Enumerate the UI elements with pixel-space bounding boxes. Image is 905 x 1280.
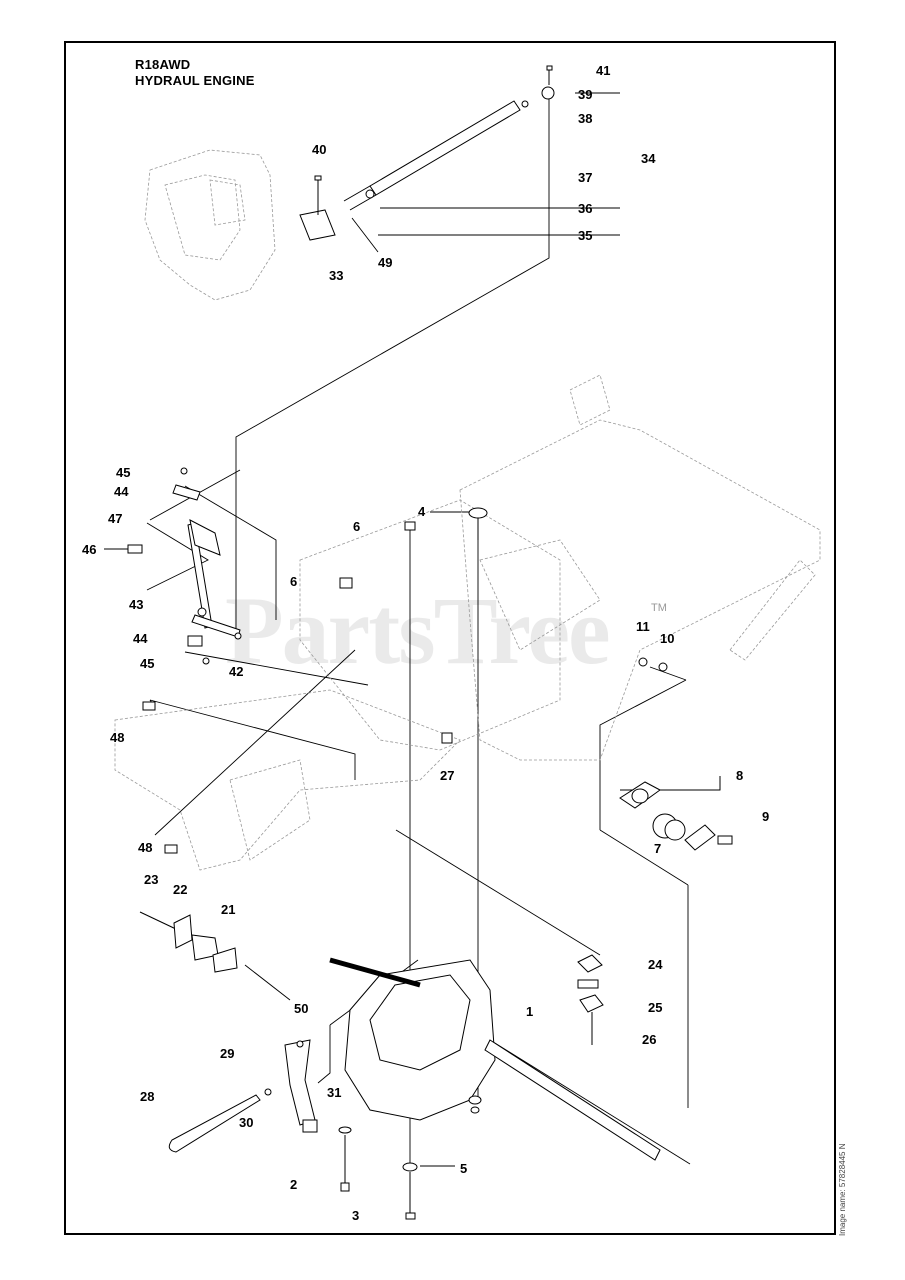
mount-bolts: [577, 954, 604, 1045]
callout-27: 27: [440, 768, 455, 783]
callout-39: 39: [578, 87, 593, 102]
callout-40: 40: [312, 142, 327, 157]
lever-linkage: [127, 467, 242, 665]
watermark: PartsTree: [225, 577, 611, 684]
callout-4: 4: [418, 504, 426, 519]
callout-28: 28: [140, 1089, 155, 1104]
callout-31: 31: [327, 1085, 342, 1100]
callout-24: 24: [648, 957, 663, 972]
callout-47: 47: [108, 511, 123, 526]
callout-22: 22: [173, 882, 188, 897]
callout-2: 2: [290, 1177, 298, 1192]
callout-44-lower: 44: [133, 631, 148, 646]
section-title: HYDRAUL ENGINE: [135, 73, 255, 88]
callout-21: 21: [221, 902, 236, 917]
callout-1: 1: [526, 1004, 534, 1019]
chassis-outline: [114, 374, 821, 871]
callout-48-lower: 48: [138, 840, 153, 855]
callout-11: 11: [636, 619, 650, 634]
diagram-frame: [64, 41, 836, 1235]
callout-5: 5: [460, 1161, 468, 1176]
callout-44: 44: [114, 484, 129, 499]
callout-34: 34: [641, 151, 656, 166]
callout-10: 10: [660, 631, 675, 646]
callout-6-upper: 6: [353, 519, 361, 534]
callout-45-lower: 45: [140, 656, 155, 671]
callout-29: 29: [220, 1046, 235, 1061]
callout-50: 50: [294, 1001, 309, 1016]
watermark-trademark: TM: [651, 602, 667, 614]
callout-41: 41: [596, 63, 611, 78]
transaxle-unit: [329, 957, 661, 1161]
hardware-items: [142, 507, 668, 854]
image-code: Image name: 57828445 N: [838, 1143, 847, 1236]
flange-parts: [619, 781, 733, 851]
callout-43: 43: [129, 597, 144, 612]
callout-25: 25: [648, 1000, 663, 1015]
callout-33: 33: [329, 268, 344, 283]
callout-26: 26: [642, 1032, 657, 1047]
callout-46: 46: [82, 542, 97, 557]
callout-30: 30: [239, 1115, 254, 1130]
control-lever: [168, 1039, 418, 1220]
model-title: R18AWD: [135, 57, 191, 72]
callout-49: 49: [378, 255, 393, 270]
callout-7: 7: [654, 841, 662, 856]
callout-23: 23: [144, 872, 159, 887]
shift-rod-assembly: [299, 65, 555, 241]
callout-42: 42: [229, 664, 244, 679]
callout-38: 38: [578, 111, 593, 126]
callout-37: 37: [578, 170, 593, 185]
callout-3: 3: [352, 1208, 360, 1223]
callout-6-lower: 6: [290, 574, 298, 589]
callout-8: 8: [736, 768, 744, 783]
callout-48-upper: 48: [110, 730, 125, 745]
callout-35: 35: [578, 228, 593, 243]
bracket-parts: [139, 911, 238, 973]
callout-36: 36: [578, 201, 593, 216]
callout-9: 9: [762, 809, 770, 824]
engine-block-outline: [144, 149, 276, 301]
callout-45: 45: [116, 465, 131, 480]
